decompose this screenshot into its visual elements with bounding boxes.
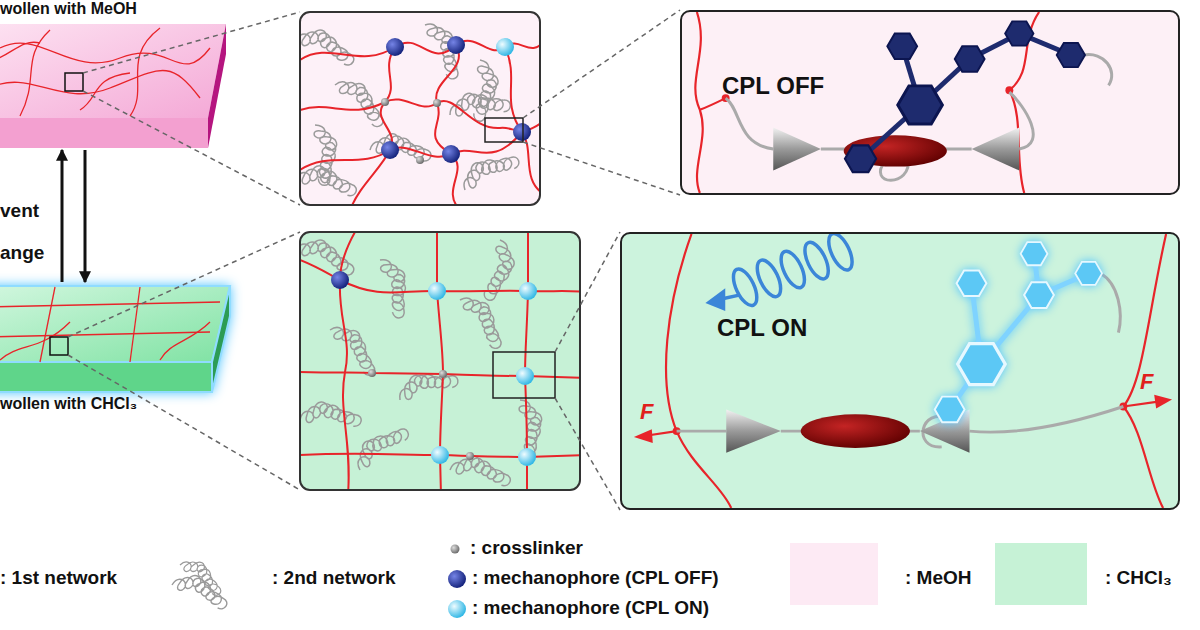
force-label: F: [640, 400, 660, 424]
gel-slab-meoh: [0, 18, 230, 150]
legend-text: : mechanophore (CPL OFF): [472, 567, 719, 589]
legend-text: : 2nd network: [272, 567, 396, 589]
solvent-change-arrow: [61, 150, 64, 282]
annotation-text: vent ange: [0, 190, 50, 274]
force-label: F: [1140, 370, 1160, 394]
legend-text: : crosslinker: [470, 537, 583, 559]
legend-text: : 1st network: [0, 567, 117, 589]
zoom-panel: CPL ON: [620, 232, 1180, 510]
panel-heading: CPL OFF: [722, 72, 824, 100]
network-zoom-chcl3: [296, 232, 585, 495]
legend-swatch: [790, 543, 878, 605]
gel-slab-node: wollen with MeOH: [0, 0, 230, 150]
zoom-panel: CPL OFF: [680, 10, 1180, 195]
rotaxane-on-illustration: [622, 234, 1178, 508]
solvent-change-arrow: [84, 150, 87, 282]
gel-slab-chcl3: [0, 282, 235, 394]
legend-text: : mechanophore (CPL ON): [472, 597, 709, 619]
slab-caption: wollen with MeOH: [0, 0, 137, 18]
gel-slab-node: wollen with CHCl₃: [0, 282, 235, 417]
network-zoom-meoh: [293, 12, 545, 210]
slab-caption: wollen with CHCl₃: [0, 395, 137, 413]
legend-text: : CHCl₃: [1105, 567, 1172, 589]
rotaxane-off-illustration: [682, 12, 1178, 193]
legend-swatch: [995, 543, 1087, 605]
panel-heading: CPL ON: [717, 314, 807, 342]
legend-samples: [172, 545, 466, 619]
legend-text: : MeOH: [905, 567, 972, 589]
